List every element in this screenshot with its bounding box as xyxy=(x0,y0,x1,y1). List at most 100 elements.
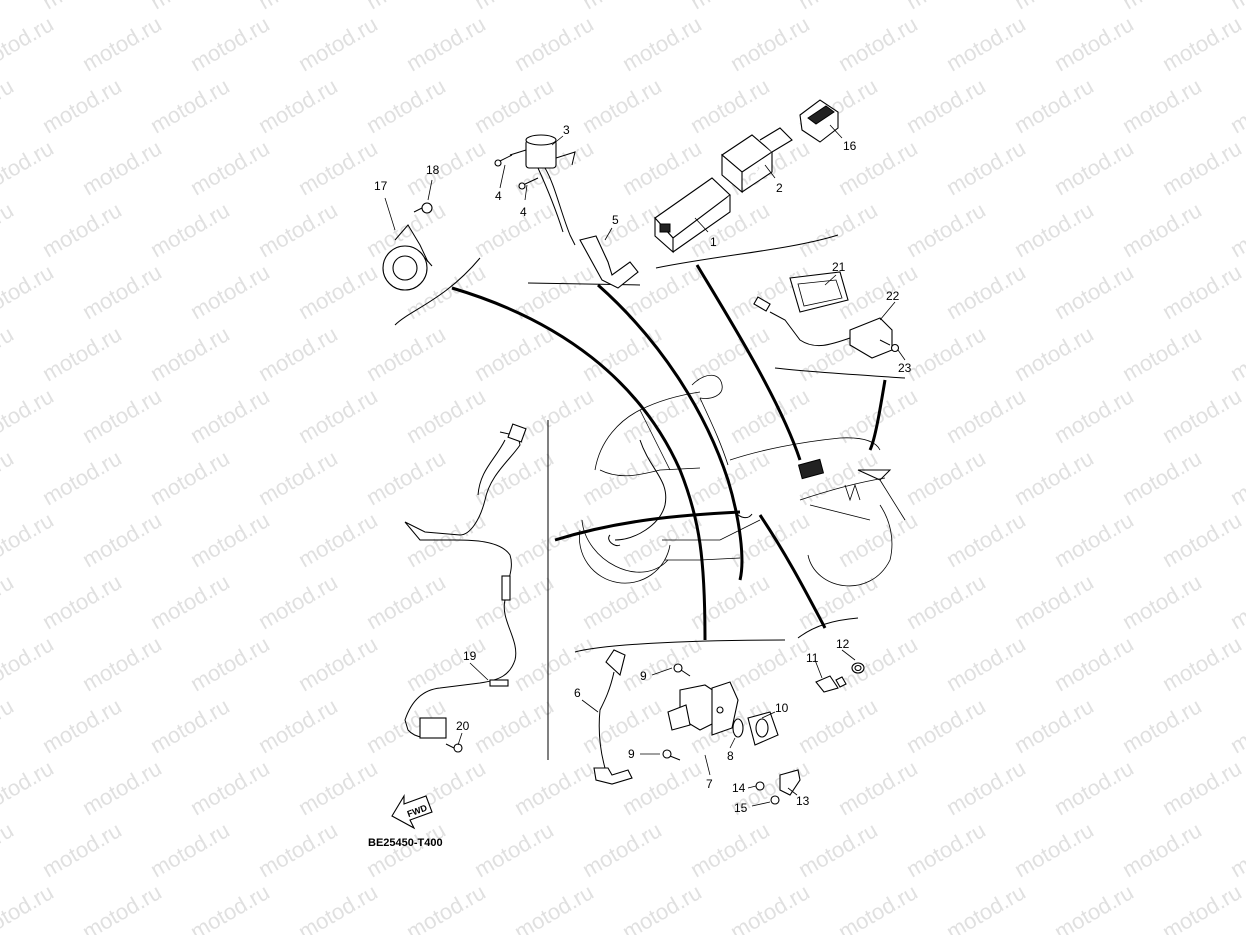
watermark-text: motod.ru xyxy=(794,693,882,758)
watermark-text: motod.ru xyxy=(942,135,1030,200)
watermark-text: motod.ru xyxy=(794,569,882,634)
watermark-text: motod.ru xyxy=(78,259,166,324)
watermark-text: motod.ru xyxy=(186,631,274,696)
watermark-text: motod.ru xyxy=(38,0,126,14)
screw-part-15 xyxy=(770,795,780,805)
watermark-text: motod.ru xyxy=(1226,445,1246,510)
watermark-text: motod.ru xyxy=(1118,445,1206,510)
watermark-text: motod.ru xyxy=(794,817,882,882)
watermark-text: motod.ru xyxy=(254,73,342,138)
watermark-text: motod.ru xyxy=(38,197,126,262)
watermark-text: motod.ru xyxy=(0,445,18,510)
gasket-part-10 xyxy=(747,711,779,746)
watermark-text: motod.ru xyxy=(294,135,382,200)
callout-23: 23 xyxy=(898,361,912,375)
watermark-text: motod.ru xyxy=(38,321,126,386)
watermark-text: motod.ru xyxy=(834,507,922,572)
watermark-text: motod.ru xyxy=(294,11,382,76)
scooter-outline xyxy=(579,374,906,587)
watermark-text: motod.ru xyxy=(1118,73,1206,138)
screw-part-4 xyxy=(494,154,539,190)
watermark-text: motod.ru xyxy=(686,445,774,510)
watermark-text: motod.ru xyxy=(902,73,990,138)
watermark-text: motod.ru xyxy=(0,73,18,138)
watermark-text: motod.ru xyxy=(1226,693,1246,758)
watermark-text: motod.ru xyxy=(686,817,774,882)
watermark-text: motod.ru xyxy=(1158,507,1246,572)
screw-part-14 xyxy=(755,781,765,791)
watermark-text: motod.ru xyxy=(510,631,598,696)
watermark-text: motod.ru xyxy=(1010,0,1098,14)
watermark-text: motod.ru xyxy=(38,569,126,634)
bolt-part-18 xyxy=(413,202,433,214)
callout-5: 5 xyxy=(612,213,619,227)
callout-8: 8 xyxy=(727,749,734,763)
watermark-text: motod.ru xyxy=(618,135,706,200)
watermark-text: motod.ru xyxy=(362,321,450,386)
leader-curves xyxy=(394,234,906,760)
oring-part-8 xyxy=(732,718,744,738)
watermark-text: motod.ru xyxy=(942,631,1030,696)
watermark-text: motod.ru xyxy=(470,693,558,758)
watermark-text: motod.ru xyxy=(1010,817,1098,882)
watermark-text: motod.ru xyxy=(834,259,922,324)
watermark-text: motod.ru xyxy=(146,0,234,14)
sensor-part-22 xyxy=(753,296,893,359)
watermark-text: motod.ru xyxy=(942,259,1030,324)
watermark-text: motod.ru xyxy=(686,73,774,138)
watermark-text: motod.ru xyxy=(186,11,274,76)
watermark-text: motod.ru xyxy=(402,631,490,696)
watermark-text: motod.ru xyxy=(1050,507,1138,572)
watermark-text: motod.ru xyxy=(618,11,706,76)
watermark-text: motod.ru xyxy=(1118,321,1206,386)
watermark-text: motod.ru xyxy=(726,11,814,76)
watermark-text: motod.ru xyxy=(726,631,814,696)
watermark-text: motod.ru xyxy=(578,693,666,758)
watermark-text: motod.ru xyxy=(1050,631,1138,696)
watermark-text: motod.ru xyxy=(254,445,342,510)
lead-part-19 xyxy=(404,423,527,739)
watermark-text: motod.ru xyxy=(0,383,58,448)
sensor-part-6 xyxy=(593,649,633,785)
callout-20: 20 xyxy=(456,719,470,733)
watermark-text: motod.ru xyxy=(902,197,990,262)
horn-part-17 xyxy=(382,224,433,291)
callout-21: 21 xyxy=(832,260,846,274)
watermark-text: motod.ru xyxy=(618,879,706,935)
watermark-text: motod.ru xyxy=(510,11,598,76)
watermark-text: motod.ru xyxy=(1050,879,1138,935)
watermark-text: motod.ru xyxy=(0,879,58,935)
watermark-text: motod.ru xyxy=(618,755,706,820)
watermark-text: motod.ru xyxy=(470,569,558,634)
watermark-text: motod.ru xyxy=(0,693,18,758)
watermark-text: motod.ru xyxy=(186,259,274,324)
watermark-text: motod.ru xyxy=(578,569,666,634)
number-leaders xyxy=(384,124,906,807)
watermark-text: motod.ru xyxy=(294,755,382,820)
sender-part-11 xyxy=(815,675,847,693)
watermark-text: motod.ru xyxy=(834,755,922,820)
watermark-text: motod.ru xyxy=(1226,569,1246,634)
watermark-text: motod.ru xyxy=(1158,879,1246,935)
watermark-text: motod.ru xyxy=(942,507,1030,572)
watermark-text: motod.ru xyxy=(38,693,126,758)
watermark-text: motod.ru xyxy=(510,879,598,935)
watermark-text: motod.ru xyxy=(402,11,490,76)
diagram-code: BE25450-T400 xyxy=(368,837,443,849)
watermark-text: motod.ru xyxy=(1010,693,1098,758)
callout-18: 18 xyxy=(426,163,440,177)
watermark-text: motod.ru xyxy=(78,755,166,820)
watermark-text: motod.ru xyxy=(1226,321,1246,386)
watermark-text: motod.ru xyxy=(794,197,882,262)
callout-9b: 9 xyxy=(628,747,635,761)
watermark-text: motod.ru xyxy=(578,321,666,386)
watermark-text: motod.ru xyxy=(78,879,166,935)
watermark-text: motod.ru xyxy=(254,693,342,758)
watermark-text: motod.ru xyxy=(1118,569,1206,634)
watermark-text: motod.ru xyxy=(834,879,922,935)
callout-1: 1 xyxy=(710,235,717,249)
plug-cap-part-5 xyxy=(579,235,639,289)
watermark-text: motod.ru xyxy=(578,73,666,138)
watermark-text: motod.ru xyxy=(186,879,274,935)
watermark-text: motod.ru xyxy=(294,383,382,448)
